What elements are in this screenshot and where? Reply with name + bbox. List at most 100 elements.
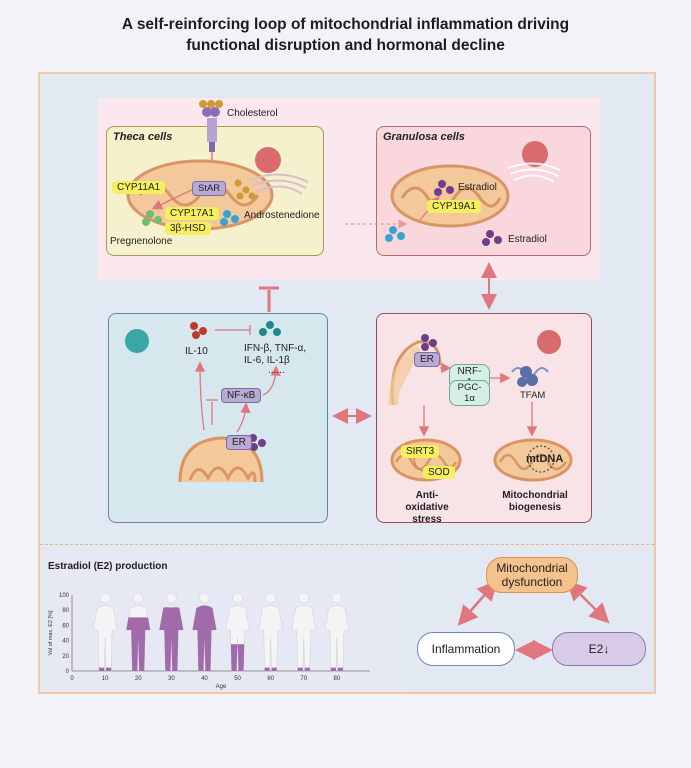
figure-head (166, 592, 177, 604)
x-tick-label: 60 (267, 676, 274, 682)
mitochondrial-dysfunction-node: Mitochondrial dysfunction (486, 557, 578, 593)
title-line-1: A self-reinforcing loop of mitochondrial… (121, 16, 570, 33)
pregnenolone-molecules (142, 210, 162, 226)
person-figure-50 (225, 592, 250, 672)
anti-oxidative-label: Anti-oxidative stress (394, 490, 460, 526)
granulosa-androstenedione (385, 226, 405, 242)
loop-arrows (457, 580, 610, 660)
x-axis-label: Age (216, 684, 227, 690)
mito-er-label: ER (414, 352, 440, 367)
figure-body (258, 605, 283, 672)
mito-box-nucleus-icon (537, 330, 561, 354)
person-figure-20 (125, 592, 151, 672)
figure-title: A self-reinforcing loop of mitochondrial… (0, 14, 691, 56)
figure-head (199, 592, 210, 604)
mito-er-molecules (421, 334, 437, 351)
androstenedione-molecules (220, 210, 239, 226)
anti-oxidative-line-2: stress (412, 514, 442, 525)
x-tick-label: 20 (135, 676, 142, 682)
e2-level-bar (225, 644, 250, 671)
figure-head (232, 592, 243, 604)
y-tick-label: 40 (62, 639, 69, 645)
il10-label: IL-10 (185, 346, 208, 357)
theca-title: Theca cells (113, 131, 173, 143)
pregnenolone-label: Pregnenolone (110, 236, 173, 247)
e2-level-bar (324, 667, 349, 671)
3b-hsd-label: 3β-HSD (165, 222, 211, 235)
immune-er-label: ER (226, 435, 252, 450)
e2-decrease-node: E2↓ (552, 632, 646, 666)
granulosa-er-icon (507, 162, 561, 183)
anti-oxidative-line-1: Anti-oxidative (405, 490, 449, 513)
biogenesis-mitochondrion-icon (493, 438, 573, 482)
il10-molecules (190, 322, 207, 339)
figure-head (298, 592, 310, 604)
estradiol-outer-label: Estradiol (508, 234, 547, 245)
y-tick-label: 60 (62, 623, 69, 629)
cyp17a1-label: CYP17A1 (165, 207, 219, 220)
figure-head (99, 592, 111, 604)
mito-dysfunction-line-2: dysfunction (501, 575, 563, 589)
pgc1a-label: PGC-1α (449, 380, 490, 406)
figure-body (324, 605, 350, 672)
star-label: StAR (192, 181, 227, 196)
x-tick-label: 80 (334, 676, 341, 682)
granulosa-mitochondrion-icon (390, 164, 510, 228)
theca-nucleus-icon (255, 147, 281, 173)
sod-label: SOD (423, 466, 455, 479)
title-line-2: functional disruption and hormonal decli… (186, 37, 505, 54)
person-figure-60 (258, 592, 283, 672)
y-tick-label: 0 (66, 669, 70, 675)
person-figure-80 (324, 592, 350, 672)
e2-level-bar (291, 667, 316, 671)
e2-level-bar (192, 605, 217, 671)
person-figure-70 (291, 592, 317, 672)
androstenedione-label: Androstenedione (244, 210, 320, 221)
tfam-icon (511, 366, 549, 387)
mito-dysfunction-line-1: Mitochondrial (496, 561, 568, 575)
cyp19a1-label: CYP19A1 (427, 200, 481, 213)
inflammation-node: Inflammation (417, 632, 515, 666)
figure-body (92, 605, 118, 672)
mtdna-label: mtDNA (526, 453, 564, 465)
y-tick-label: 100 (59, 593, 70, 599)
e2-level-bar (258, 667, 283, 671)
cytokine-molecules (259, 321, 281, 336)
estradiol-molecules-inner (434, 180, 454, 196)
nfkb-label: NF-κB (221, 388, 262, 403)
cholesterol-receptor-icon (199, 100, 223, 152)
figure-body (291, 605, 317, 672)
person-figure-30 (159, 592, 184, 672)
figure-head (132, 592, 144, 604)
figure-head (331, 592, 343, 604)
x-tick-label: 30 (168, 676, 175, 682)
immune-nucleus-icon (125, 329, 149, 353)
y-axis-label: Vol of max. E2 [%] (48, 610, 54, 655)
biogenesis-line-1: Mitochondrial (502, 490, 568, 501)
figure-body (225, 605, 250, 672)
y-tick-label: 80 (62, 608, 69, 614)
theca-molecules (234, 179, 256, 200)
section-divider (40, 544, 654, 545)
tfam-label: TFAM (520, 390, 546, 401)
biogenesis-label: Mitochondrial biogenesis (496, 490, 574, 514)
granulosa-nucleus-icon (522, 141, 548, 167)
chart-title: Estradiol (E2) production (48, 561, 168, 572)
y-tick-label: 20 (62, 654, 69, 660)
sirt3-label: SIRT3 (401, 445, 440, 458)
x-tick-label: 70 (300, 676, 307, 682)
figure-head (265, 592, 276, 604)
cytokines-line-2: IL-6, IL-1β (244, 355, 290, 366)
estradiol-molecules-outer (482, 230, 502, 246)
cytokines-label: IFN-β, TNF-α, IL-6, IL-1β ...... (244, 343, 307, 376)
x-tick-label: 10 (102, 676, 109, 682)
estradiol-inner-label: Estradiol (458, 182, 497, 193)
cytokines-line-1: IFN-β, TNF-α, (244, 343, 307, 354)
x-tick-label: 40 (201, 676, 208, 682)
e2-level-bar (93, 667, 118, 671)
cyp11a1-label: CYP11A1 (112, 181, 166, 194)
x-tick-label: 0 (70, 676, 74, 682)
person-figure-10 (92, 592, 118, 672)
